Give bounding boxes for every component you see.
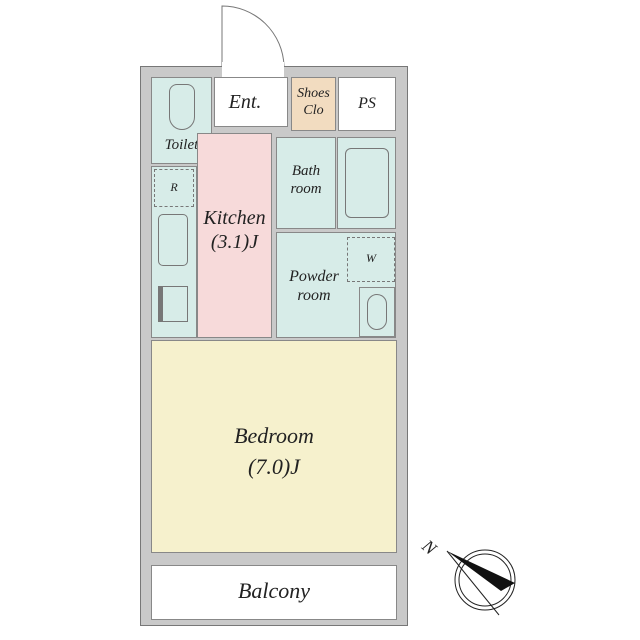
kitchen-label: Kitchen(3.1)J [203, 207, 266, 253]
bedroom-label: Bedroom(7.0)J [234, 423, 314, 479]
toilet-label: Toilet [164, 137, 199, 153]
stove-icon [158, 286, 188, 322]
refrigerator: R [154, 169, 194, 207]
ps-label: PS [358, 95, 376, 112]
entrance-label: Ent. [228, 91, 262, 113]
pipe-space: PS [338, 77, 396, 131]
balcony: Balcony [151, 565, 397, 620]
bathtub [337, 137, 396, 229]
compass-icon [446, 549, 516, 616]
refrigerator-label: R [170, 180, 178, 194]
washer-label: W [366, 251, 376, 265]
toilet: Toilet [151, 77, 212, 164]
sink-icon [158, 214, 188, 266]
washbasin-icon [359, 287, 395, 337]
kitchen: Kitchen(3.1)J [197, 133, 272, 338]
bathtub-icon [345, 148, 389, 218]
compass: N [415, 525, 525, 620]
toilet-icon [169, 84, 195, 130]
entrance: Ent. [214, 77, 288, 127]
balcony-label: Balcony [237, 578, 311, 603]
washer-space: W [347, 237, 395, 282]
bedroom: Bedroom(7.0)J [151, 340, 397, 553]
